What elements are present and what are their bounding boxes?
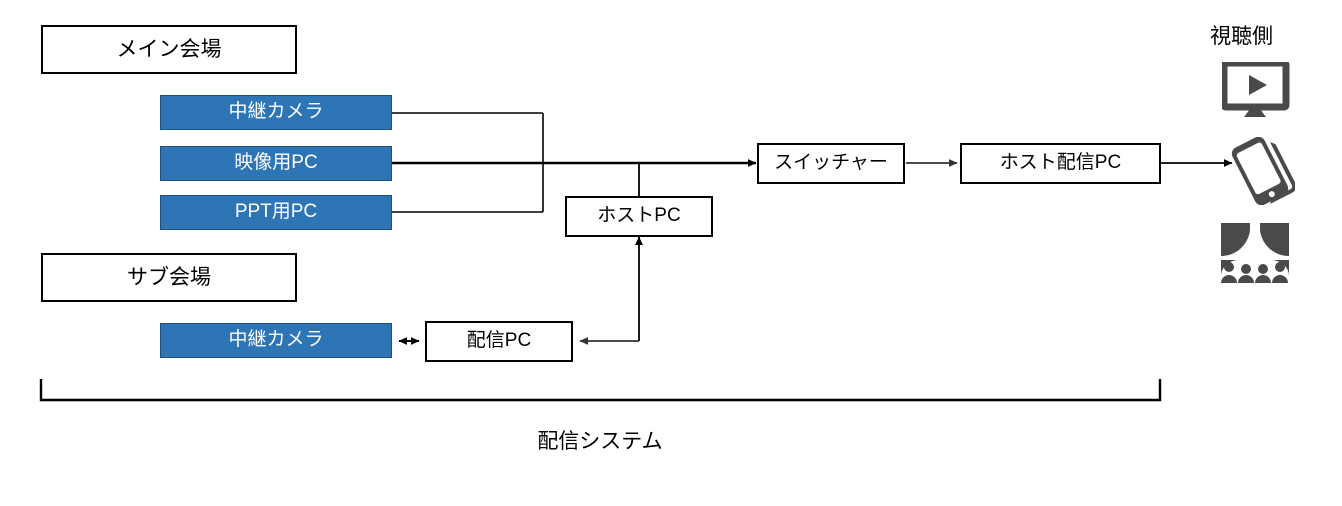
main-venue-box[interactable]: メイン会場 xyxy=(41,25,297,74)
main-relay-camera-box[interactable]: 中継カメラ xyxy=(160,95,392,130)
system-caption: 配信システム xyxy=(537,430,663,453)
viewer-side-label: 視聴側 xyxy=(1210,25,1273,48)
video-pc-label: 映像用PC xyxy=(234,152,318,174)
distribution-pc-label: 配信PC xyxy=(466,330,532,352)
sub-venue-label: サブ会場 xyxy=(127,265,211,289)
main-relay-camera-label: 中継カメラ xyxy=(228,101,324,123)
host-pc-label: ホストPC xyxy=(597,205,681,227)
sub-relay-camera-label: 中継カメラ xyxy=(228,329,324,351)
main-source-bus xyxy=(392,112,544,213)
system-scope-bracket xyxy=(39,379,1162,402)
ppt-pc-box[interactable]: PPT用PC xyxy=(160,195,392,230)
main-venue-label: メイン会場 xyxy=(116,37,222,61)
video-pc-box[interactable]: 映像用PC xyxy=(160,146,392,181)
sub-relay-camera-box[interactable]: 中継カメラ xyxy=(160,323,392,358)
switcher-label: スイッチャー xyxy=(774,152,888,174)
switcher-box[interactable]: スイッチャー xyxy=(757,143,905,184)
distribution-pc-box[interactable]: 配信PC xyxy=(425,321,573,362)
host-distribution-pc-box[interactable]: ホスト配信PC xyxy=(960,143,1161,184)
sub-venue-box[interactable]: サブ会場 xyxy=(41,253,297,302)
monitor-play-icon xyxy=(1220,59,1290,120)
host-pc-box[interactable]: ホストPC xyxy=(565,196,713,237)
audience-icon xyxy=(1219,222,1291,284)
smartphone-icon xyxy=(1225,136,1297,206)
ppt-pc-label: PPT用PC xyxy=(234,201,318,223)
host-distribution-pc-label: ホスト配信PC xyxy=(999,152,1122,174)
